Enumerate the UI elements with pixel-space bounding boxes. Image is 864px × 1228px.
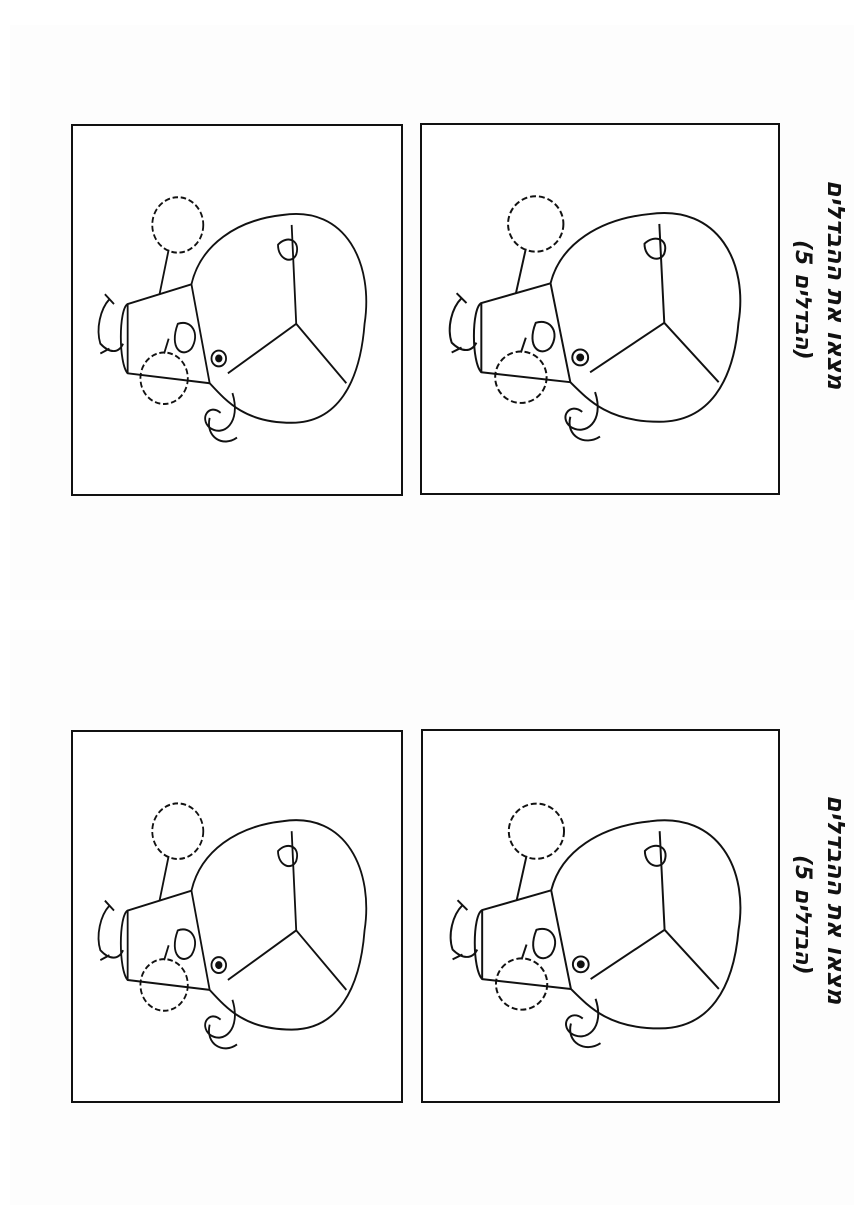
picture-box-left <box>71 124 403 496</box>
worksheet-subtitle: (5 הבדלים) <box>790 240 815 360</box>
worksheet-bottom: מצאו את ההבדלים (5 הבדלים) <box>10 630 854 1205</box>
worksheet-top: מצאו את ההבדלים (5 הבדלים) <box>10 25 854 600</box>
picture-box-right <box>420 123 780 495</box>
worksheet-title: מצאו את ההבדלים <box>822 795 850 1005</box>
worksheet-title: מצאו את ההבדלים <box>822 180 850 390</box>
whale-illustration <box>449 802 742 1049</box>
whale-illustration <box>448 195 742 442</box>
picture-box-right <box>421 729 780 1103</box>
picture-box-left <box>71 730 403 1103</box>
worksheet-subtitle: (5 הבדלים) <box>790 855 815 975</box>
whale-illustration-variant <box>97 802 368 1050</box>
whale-illustration-variant <box>97 196 368 443</box>
